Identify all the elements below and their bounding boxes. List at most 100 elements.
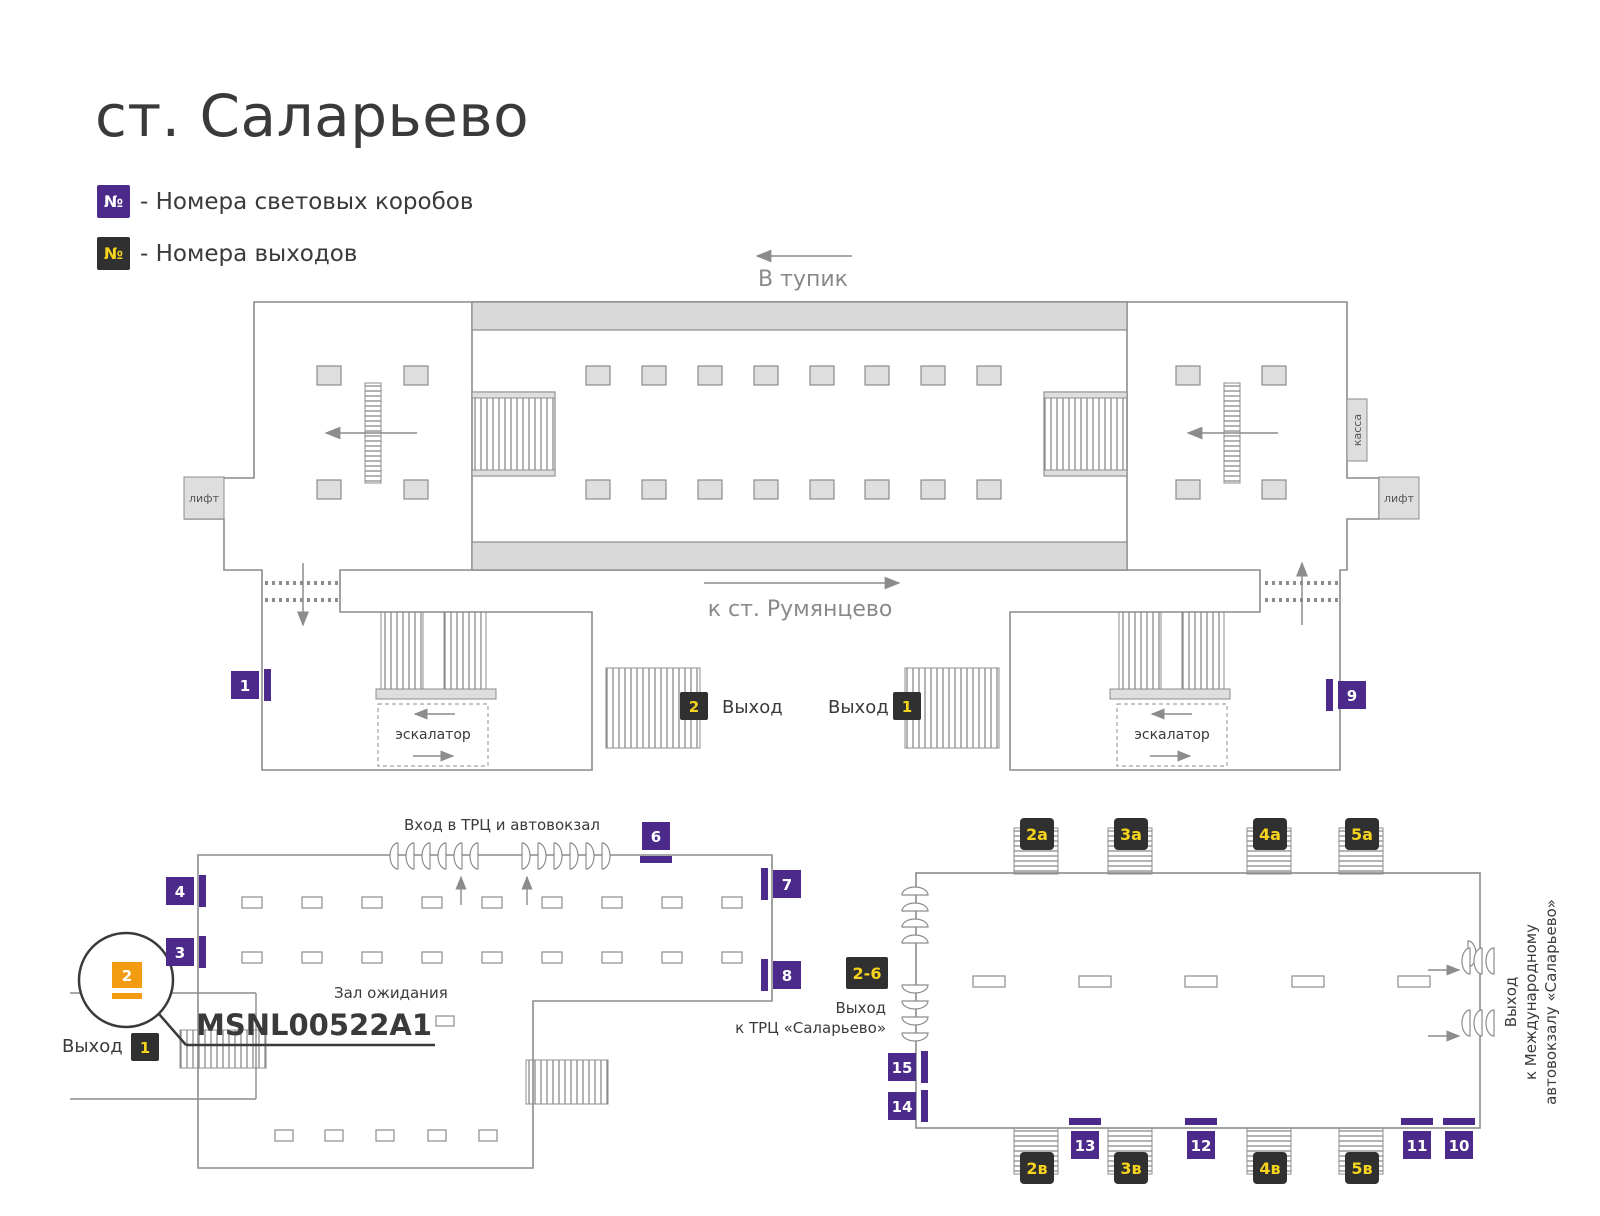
escalator-right-a: [1118, 611, 1162, 691]
highlight-box: [112, 962, 142, 988]
exit-trc-line2: к ТРЦ «Саларьево»: [735, 1019, 886, 1037]
lightbox-number: 1: [240, 677, 250, 695]
lightbox-8: 8: [761, 959, 801, 991]
svg-text:3а: 3а: [1120, 825, 1142, 844]
bus-station-hall: [915, 872, 1481, 1129]
svg-text:2: 2: [689, 698, 699, 716]
highlight-bar: [112, 993, 142, 999]
svg-text:5а: 5а: [1351, 825, 1373, 844]
legend-lightbox-swatch: №: [97, 185, 130, 218]
escalator-left-label: эскалатор: [395, 727, 471, 743]
dead-end-label: В тупик: [758, 267, 848, 292]
svg-text:3в: 3в: [1120, 1159, 1141, 1178]
bus-hall-pillars: [972, 975, 1431, 988]
svg-text:4в: 4в: [1259, 1159, 1280, 1178]
escalator-right-label: эскалатор: [1134, 727, 1210, 743]
exit-badge-1-lower: 1: [131, 1033, 159, 1061]
svg-text:1: 1: [140, 1039, 150, 1057]
hall-stairs: [525, 1059, 609, 1105]
svg-text:2в: 2в: [1026, 1159, 1047, 1178]
stairs-cap: [1043, 391, 1128, 399]
exit-badge-3v: 3в: [1114, 1152, 1148, 1184]
lightbox-number: 11: [1407, 1137, 1428, 1155]
exit-1-lower-label: Выход: [62, 1036, 123, 1057]
lightbox-15: 15: [888, 1051, 928, 1083]
track-north: [471, 301, 1128, 331]
lift-left: [183, 476, 225, 520]
exit-badge-1: 1: [893, 692, 921, 720]
lift-left-label: лифт: [189, 492, 220, 505]
lightbox-11: 11: [1401, 1118, 1433, 1159]
exit-badge-3a: 3а: [1114, 818, 1148, 850]
lightbox-6: 6: [640, 822, 672, 863]
svg-text:2-6: 2-6: [853, 964, 882, 983]
trc-doors: [901, 886, 1477, 1042]
exit-1-label: Выход: [828, 697, 889, 718]
lightbox-number: 7: [782, 876, 792, 894]
rumyantsevo-label: к ст. Румянцево: [708, 597, 893, 622]
lightbox-3: 3: [166, 936, 206, 968]
exit-badge-2-6: 2-6: [846, 957, 888, 989]
svg-text:5в: 5в: [1351, 1159, 1372, 1178]
escalator-cap: [1109, 688, 1231, 700]
track-south: [471, 541, 1128, 571]
lightbox-number: 10: [1449, 1137, 1470, 1155]
legend-exit-text: - Номера выходов: [140, 240, 358, 267]
svg-text:2а: 2а: [1026, 825, 1048, 844]
exit-badge-4v: 4в: [1253, 1152, 1287, 1184]
waiting-hall: [197, 854, 773, 1169]
lightbox-number: 9: [1347, 687, 1357, 705]
exit-badge-5a: 5а: [1345, 818, 1379, 850]
escalator-left-a: [380, 611, 424, 691]
exit-2-label: Выход: [722, 697, 783, 718]
lightbox-13: 13: [1069, 1118, 1101, 1159]
lightbox-number: 13: [1075, 1137, 1096, 1155]
code-label: MSNL00522A1: [196, 1008, 432, 1042]
entrance-trc-label: Вход в ТРЦ и автовокзал: [404, 816, 600, 834]
platform: [471, 301, 1128, 571]
platform-stairs-right: [1043, 391, 1128, 477]
exit-badge-5v: 5в: [1345, 1152, 1379, 1184]
exit-bus-line1: Выход: [1502, 977, 1520, 1028]
exit-trc-line1: Выход: [835, 999, 886, 1017]
lightbox-number: 12: [1191, 1137, 1212, 1155]
escalator-left-b: [443, 611, 487, 691]
highlight-pointer: [158, 1013, 187, 1046]
lightbox-badges: 1 9 6 4 7 3 8 15: [166, 669, 1475, 1159]
exit-badges: 2 1 1 2-6 2а 3а 4а 5а: [131, 692, 1379, 1184]
lightbox-1: 1: [231, 669, 271, 701]
lightbox-14: 14: [888, 1090, 928, 1122]
legend-exit-swatch: №: [97, 237, 130, 270]
lightbox-number: 4: [175, 883, 185, 901]
escalator-cap: [375, 688, 497, 700]
pillars: [316, 365, 1287, 500]
lift-right: [1378, 476, 1420, 520]
legend-lightbox-text: - Номера световых коробов: [140, 188, 474, 215]
escalator-right-b: [1181, 611, 1225, 691]
stairs-cap: [1043, 469, 1128, 477]
entrance-doors: [389, 842, 611, 870]
highlight-box-number: 2: [122, 967, 132, 985]
exit-badge-2a: 2а: [1020, 818, 1054, 850]
lightbox-9: 9: [1326, 679, 1366, 711]
exit-bus-line3: автовокзалу «Саларьево»: [1542, 899, 1560, 1105]
bus-exit-doors: [1461, 947, 1495, 1037]
svg-text:4а: 4а: [1259, 825, 1281, 844]
lightbox-7: 7: [761, 868, 801, 900]
waiting-hall-label: Зал ожидания: [334, 984, 448, 1002]
exit-badge-4a: 4а: [1253, 818, 1287, 850]
lightbox-number: 8: [782, 967, 792, 985]
stairs-cap: [471, 391, 556, 399]
platform-stairs-left: [471, 391, 556, 477]
exit-bus-line2: к Международному: [1522, 924, 1540, 1080]
exit-badge-2: 2: [680, 692, 708, 720]
lightbox-number: 6: [651, 828, 661, 846]
exit-1-stairs: [179, 1029, 267, 1069]
legend-exit: № - Номера выходов: [97, 237, 357, 270]
lightbox-number: 15: [892, 1059, 913, 1077]
legend-lightbox: № - Номера световых коробов: [97, 185, 473, 218]
page-title: ст. Саларьево: [95, 82, 530, 150]
lightbox-4: 4: [166, 875, 206, 907]
exit-badge-2v: 2в: [1020, 1152, 1054, 1184]
